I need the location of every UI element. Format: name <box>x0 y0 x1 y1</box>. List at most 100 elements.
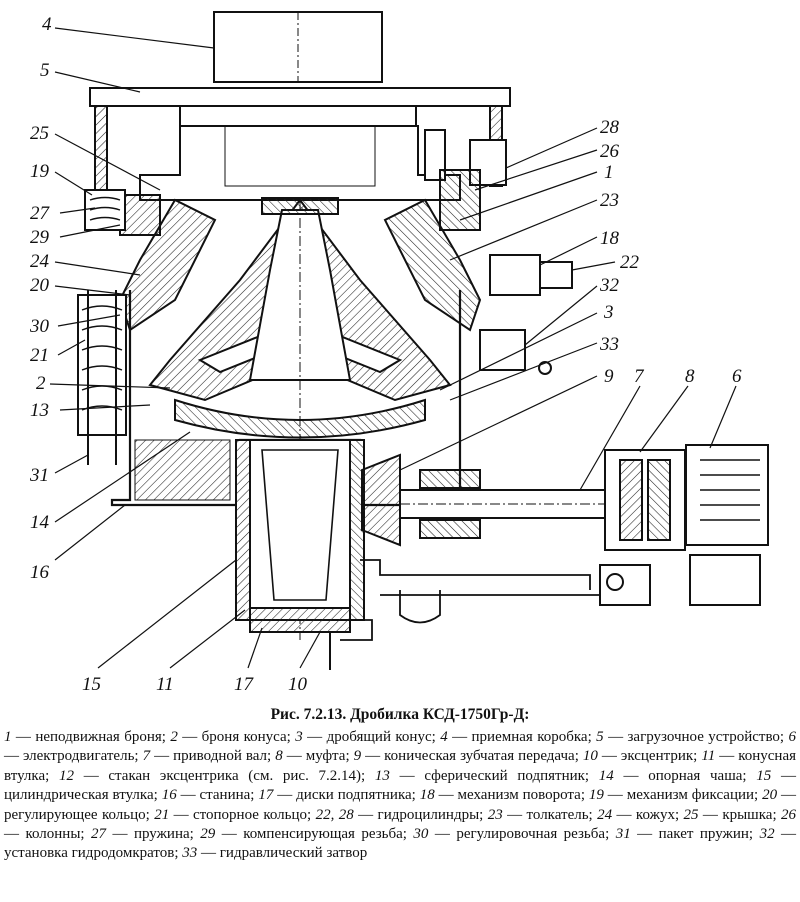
legend-item-text: — компенсирующая резьба; <box>215 826 414 843</box>
legend-item-text: — цилиндрическая втулка; <box>4 767 797 804</box>
legend-item-text: — диски подпятника; <box>273 787 420 804</box>
legend-item-number: 7 <box>142 748 151 765</box>
callout-5: 5 <box>40 60 50 81</box>
legend-item-number: 21 <box>154 806 170 823</box>
callout-4: 4 <box>42 14 52 35</box>
callout-20: 20 <box>30 275 50 296</box>
legend-item-number: 20 <box>762 787 778 804</box>
caption-title: Рис. 7.2.13. Дробилка КСД-1750Гр-Д: <box>270 706 530 723</box>
legend-item-text: — муфта; <box>282 748 354 765</box>
legend-item-text: — кожух; <box>612 806 684 823</box>
legend-item-text: — установка гидродомкратов; <box>4 826 797 862</box>
callout-8: 8 <box>685 366 695 387</box>
legend-item-text: — коническая зубчатая передача; <box>361 748 583 765</box>
legend-item-number: 15 <box>756 767 772 784</box>
callout-leader-lines <box>49 27 737 669</box>
legend-item: 13 — сферический подпятник; <box>375 768 599 784</box>
legend-item-number: 17 <box>258 787 274 804</box>
legend-item: 9 — коническая зубчатая передача; <box>354 748 583 764</box>
legend-item-number: 2 <box>170 729 178 745</box>
legend-item-number: 6 <box>788 729 797 745</box>
callout-3: 3 <box>603 302 614 323</box>
legend-item-number: 5 <box>596 729 604 745</box>
legend-item: 24 — кожух; <box>597 807 683 823</box>
legend-item-number: 16 <box>161 787 177 804</box>
legend-item-text: — колонны; <box>4 826 92 843</box>
callout-32: 32 <box>599 275 620 296</box>
coupling <box>604 449 686 551</box>
legend-item-number: 24 <box>597 806 613 823</box>
callout-11: 11 <box>156 674 174 695</box>
legend-item-number: 1 <box>4 729 12 745</box>
legend-item: 31 — пакет пружин; <box>616 826 760 842</box>
legend-item-number: 29 <box>200 826 216 843</box>
legend-item: 8 — муфта; <box>275 748 353 764</box>
callout-26: 26 <box>600 141 620 162</box>
legend-item-text: — пружина; <box>106 826 201 843</box>
legend-item-text: — электродвигатель; <box>4 748 143 765</box>
rotation-mechanism <box>489 254 541 296</box>
callout-9: 9 <box>604 366 614 387</box>
legend-item: 14 — опорная чаша; <box>599 768 757 784</box>
legend-item-text: — броня конуса; <box>177 729 296 745</box>
callout-1: 1 <box>604 162 614 183</box>
legend-item-text: — конусная втулка; <box>4 748 797 784</box>
legend-item: 25 — крышка; <box>684 807 782 823</box>
legend-item: 32 — установка гидродомкратов; <box>4 826 796 861</box>
legend-item: 20 — регулирующее кольцо; <box>4 787 796 822</box>
callout-25: 25 <box>30 123 49 144</box>
legend-item-number: 22, 28 <box>315 806 354 823</box>
legend-item-text: — гидравлический затвор <box>197 845 368 862</box>
callout-13: 13 <box>30 400 49 421</box>
callout-labels: 4 5 25 19 27 29 24 20 30 21 2 13 31 14 1… <box>29 14 742 695</box>
legend-item-number: 4 <box>440 729 448 745</box>
legend-item-number: 3 <box>295 729 303 745</box>
legend-item: 2 — броня конуса; <box>170 729 295 745</box>
legend-item: 15 — цилиндрическая втулка; <box>4 768 796 803</box>
legend-item-number: 10 <box>582 748 598 765</box>
legend-item-number: 25 <box>683 806 699 823</box>
callout-24: 24 <box>30 251 50 272</box>
legend-item-number: 23 <box>487 806 503 823</box>
legend-item-number: 33 <box>182 845 198 862</box>
legend-item-number: 18 <box>419 787 435 804</box>
legend-item: 19 — механизм фиксации; <box>589 787 762 803</box>
legend-item-number: 30 <box>413 826 429 843</box>
callout-15: 15 <box>82 674 101 695</box>
legend-item: 16 — станина; <box>162 787 259 803</box>
legend-item: 22, 28 — гидроцилиндры; <box>316 807 488 823</box>
legend-item-number: 14 <box>598 767 614 784</box>
legend-item: 11 — конусная втулка; <box>4 748 796 783</box>
legend-item: 30 — регулировочная резьба; <box>413 826 615 842</box>
callout-31: 31 <box>29 465 49 486</box>
legend-item-number: 19 <box>588 787 604 804</box>
callout-33: 33 <box>599 334 619 355</box>
legend-item-text: — стопорное кольцо; <box>169 806 316 823</box>
legend-item-text: — опорная чаша; <box>613 767 757 784</box>
callout-6: 6 <box>732 366 742 387</box>
callout-17: 17 <box>234 674 255 695</box>
callout-16: 16 <box>30 562 50 583</box>
callout-19: 19 <box>30 161 50 182</box>
callout-7: 7 <box>634 366 645 387</box>
callout-18: 18 <box>600 228 620 249</box>
legend-item: 6 — электродвигатель; <box>4 729 796 764</box>
legend-item: 7 — приводной вал; <box>143 748 276 764</box>
callout-10: 10 <box>288 674 308 695</box>
legend-item: 21 — стопорное кольцо; <box>154 807 315 823</box>
legend-item-number: 31 <box>615 826 631 843</box>
legend-item-text: — толкатель; <box>502 806 598 823</box>
legend-item: 27 — пружина; <box>91 826 200 842</box>
legend-item-number: 32 <box>759 826 775 843</box>
legend-item-text: — регулировочная резьба; <box>428 826 616 843</box>
legend-item-number: 11 <box>701 748 716 765</box>
legend-item-text: — стакан эксцентрика (см. рис. 7.2.14); <box>73 767 375 784</box>
legend-item-text: — сферический подпятник; <box>389 767 599 784</box>
callout-27: 27 <box>30 203 51 224</box>
caption-legend: 1 — неподвижная броня; 2 — броня конуса;… <box>4 728 796 864</box>
legend-item: 3 — дробящий конус; <box>295 729 440 745</box>
callout-14: 14 <box>30 512 50 533</box>
legend-item-number: 13 <box>374 767 390 784</box>
legend-item: 18 — механизм поворота; <box>420 787 589 803</box>
callout-28: 28 <box>600 117 620 138</box>
